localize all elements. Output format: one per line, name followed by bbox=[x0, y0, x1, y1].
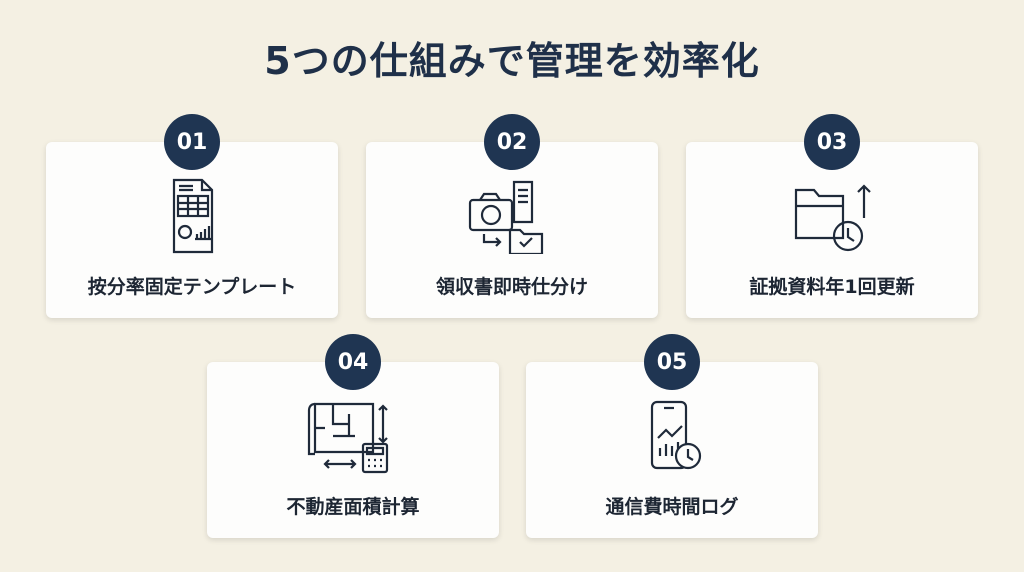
feature-card-2: 02 領収書即時仕分け bbox=[366, 114, 658, 318]
page-title: 5つの仕組みで管理を効率化 bbox=[264, 39, 760, 83]
feature-card-1: 01 按分率固定テンプレート bbox=[46, 114, 338, 318]
folder-clock-icon bbox=[782, 178, 882, 254]
feature-label: 不動産面積計算 bbox=[286, 496, 420, 518]
number-badge: 04 bbox=[325, 334, 381, 390]
spreadsheet-document-icon bbox=[142, 178, 242, 254]
feature-label: 通信費時間ログ bbox=[605, 496, 739, 518]
feature-card-5: 05 通信費時間ログ bbox=[526, 334, 818, 538]
camera-receipt-folder-icon bbox=[462, 178, 562, 256]
floorplan-calculator-icon bbox=[303, 398, 403, 474]
feature-label: 按分率固定テンプレート bbox=[87, 276, 297, 298]
feature-label: 証拠資料年1回更新 bbox=[749, 276, 915, 298]
number-badge: 03 bbox=[804, 114, 860, 170]
number-badge: 02 bbox=[484, 114, 540, 170]
number-badge: 05 bbox=[644, 334, 700, 390]
number-badge: 01 bbox=[164, 114, 220, 170]
feature-label: 領収書即時仕分け bbox=[435, 276, 588, 298]
feature-card-4: 04 不動産面積計算 bbox=[207, 334, 499, 538]
feature-card-3: 03 証拠資料年1回更新 bbox=[686, 114, 978, 318]
phone-chart-clock-icon bbox=[622, 398, 722, 474]
